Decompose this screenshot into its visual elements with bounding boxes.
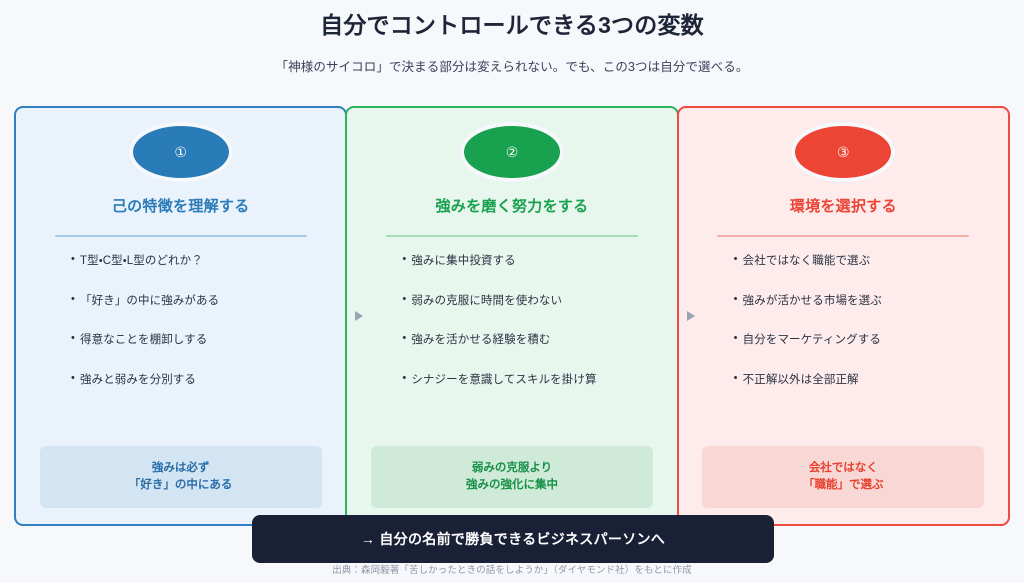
- page-header: 自分でコントロールできる3つの変数 「神様のサイコロ」で決まる部分は変えられない…: [0, 0, 1024, 75]
- highlight-line-1: 会社ではなく: [808, 461, 878, 474]
- arrow-right-icon: [686, 311, 695, 321]
- source-attribution: 出典：森岡毅著「苦しかったときの話をしようか」（ダイヤモンド社）をもとに作成: [332, 565, 692, 576]
- list-item: 強みに集中投資する: [402, 252, 664, 270]
- page-title: 自分でコントロールできる3つの変数: [320, 12, 704, 38]
- highlight-line-2: 強みの強化に集中: [465, 479, 558, 491]
- highlight-line-2: 「職能」で選ぶ: [803, 479, 884, 491]
- highlight-line-1: 弱みの克服より: [471, 461, 553, 474]
- panel-badge-3: ③: [795, 126, 892, 178]
- page-subtitle: 「神様のサイコロ」で決まる部分は変えられない。でも、この3つは自分で選べる。: [275, 59, 749, 74]
- list-item: 強みを活かせる経験を積む: [402, 331, 664, 349]
- panel-choose-environment[interactable]: ③ 環境を選択する 会社ではなく職能で選ぶ 強みが活かせる市場を選ぶ 自分をマー…: [676, 106, 1010, 526]
- panel-heading-1: 己の特徴を理解する: [111, 198, 250, 215]
- panel-heading-3: 環境を選択する: [789, 198, 897, 215]
- list-item: T型・C型・L型のどれか？: [71, 252, 333, 270]
- panel-bullet-list-3: 会社ではなく職能で選ぶ 強みが活かせる市場を選ぶ 自分をマーケティングする 不正…: [691, 252, 996, 446]
- panel-divider-1: [54, 235, 307, 237]
- panel-highlight-3: 会社ではなく 「職能」で選ぶ: [702, 446, 985, 508]
- panel-highlight-2: 弱みの克服より 強みの強化に集中: [370, 446, 653, 508]
- list-item: 強みと弱みを分別する: [71, 371, 333, 389]
- panel-polish-strengths[interactable]: ② 強みを磨く努力をする 強みに集中投資する 弱みの克服に時間を使わない 強みを…: [345, 106, 679, 526]
- highlight-line-2: 「好き」の中にある: [128, 479, 233, 491]
- highlight-line-1: 強みは必ず: [151, 461, 210, 474]
- list-item: 得意なことを棚卸しする: [71, 331, 333, 349]
- list-item: 自分をマーケティングする: [734, 331, 996, 349]
- panel-divider-3: [717, 235, 970, 237]
- panel-bullet-list-1: T型・C型・L型のどれか？ 「好き」の中に強みがある 得意なことを棚卸しする 強…: [28, 252, 333, 446]
- panel-divider-2: [385, 235, 638, 237]
- conclusion-banner: → 自分の名前で勝負できるビジネスパーソンへ: [252, 515, 774, 563]
- panel-understand-self[interactable]: ① 己の特徴を理解する T型・C型・L型のどれか？ 「好き」の中に強みがある 得…: [14, 106, 348, 526]
- panel-highlight-1: 強みは必ず 「好き」の中にある: [39, 446, 322, 508]
- list-item: 弱みの克服に時間を使わない: [402, 292, 664, 310]
- list-item: シナジーを意識してスキルを掛け算: [402, 371, 664, 389]
- panel-badge-2: ②: [463, 126, 560, 178]
- variables-columns: ① 己の特徴を理解する T型・C型・L型のどれか？ 「好き」の中に強みがある 得…: [14, 106, 1010, 526]
- list-item: 不正解以外は全部正解: [734, 371, 996, 389]
- list-item: 「好き」の中に強みがある: [71, 292, 333, 310]
- list-item: 会社ではなく職能で選ぶ: [734, 252, 996, 270]
- panel-bullet-list-2: 強みに集中投資する 弱みの克服に時間を使わない 強みを活かせる経験を積む シナジ…: [359, 252, 664, 446]
- arrow-right-icon: [355, 311, 364, 321]
- panel-heading-2: 強みを磨く努力をする: [435, 198, 589, 215]
- list-item: 強みが活かせる市場を選ぶ: [734, 292, 996, 310]
- panel-badge-1: ①: [132, 126, 229, 178]
